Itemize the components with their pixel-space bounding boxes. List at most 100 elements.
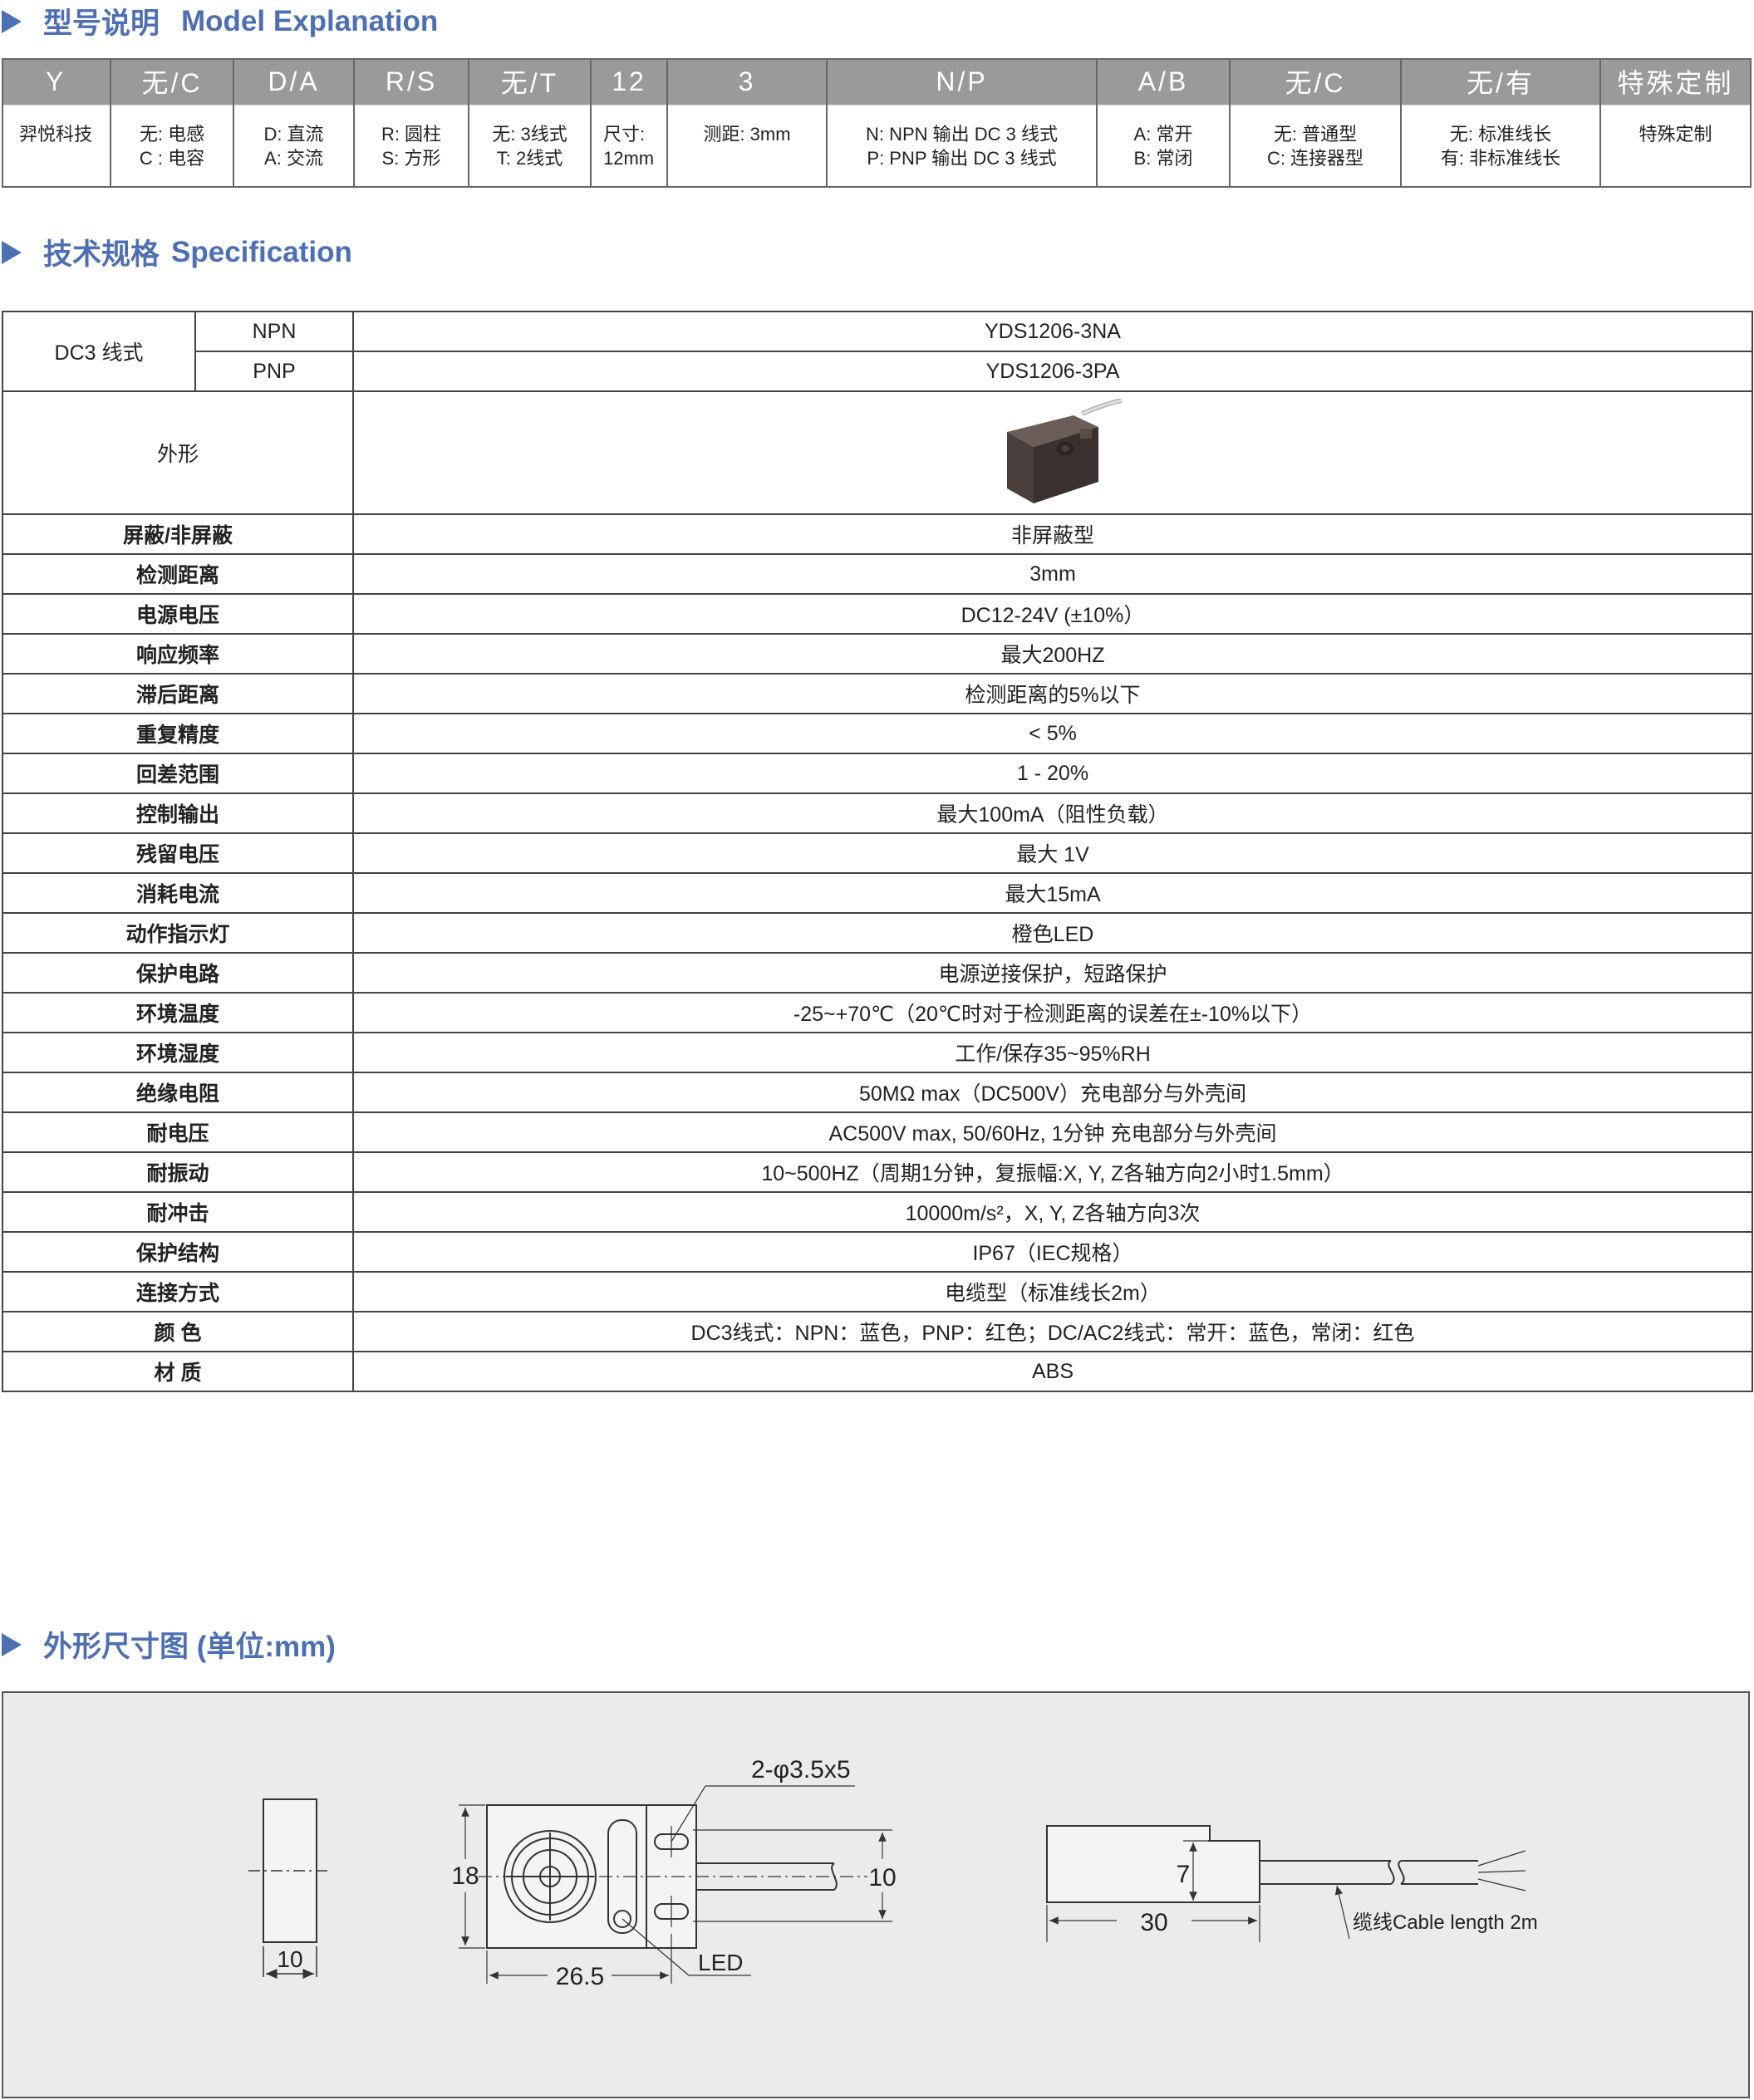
spec-table: DC3 线式 NPN YDS1206-3NA PNP YDS1206-3PA 外… <box>2 311 1753 1392</box>
spec-label: 重复精度 <box>2 713 354 754</box>
pnp-label: PNP <box>194 351 354 392</box>
spec-label: 耐振动 <box>2 1151 354 1193</box>
model-column-head: 3 <box>668 58 826 105</box>
shape-label: 外形 <box>2 390 354 515</box>
spec-label: 回差范围 <box>2 753 354 794</box>
dims-title: 外形尺寸图 (单位:mm) <box>43 1631 336 1663</box>
spec-row: 响应频率最大200HZ <box>2 633 1753 675</box>
side-view: 10 <box>248 1798 332 1979</box>
spec-row: 保护电路电源逆接保护，短路保护 <box>2 952 1753 994</box>
model-column-line: T: 2线式 <box>496 148 563 169</box>
spec-value: 电缆型（标准线长2m） <box>352 1271 1753 1312</box>
model-column-line: C: 连接器型 <box>1266 148 1364 169</box>
dimension-drawing-panel: 10 <box>2 1691 1750 2098</box>
spec-label: 电源电压 <box>2 593 354 635</box>
spec-row: 滞后距离检测距离的5%以下 <box>2 673 1753 714</box>
led-label: LED <box>698 1950 743 1975</box>
model-column-body: 尺寸:12mm <box>592 105 666 189</box>
spec-row: 重复精度< 5% <box>2 713 1753 754</box>
front-length-label: 26.5 <box>556 1963 604 1990</box>
spec-label: 颜 色 <box>2 1311 354 1352</box>
model-column-line: 无: 3线式 <box>492 124 567 145</box>
spec-value: 电源逆接保护，短路保护 <box>352 952 1753 994</box>
spec-label: 保护结构 <box>2 1231 354 1273</box>
model-column-line: 有: 非标准线长 <box>1440 148 1561 169</box>
product-photo <box>1007 399 1123 503</box>
dc3-label: DC3 线式 <box>2 311 196 392</box>
top-length-label: 30 <box>1140 1909 1167 1936</box>
spec-row: 环境温度-25~+70℃（20℃时对于检测距离的误差在±-10%以下） <box>2 992 1753 1033</box>
model-column-body: 羿悦科技 <box>2 105 110 189</box>
model-column-line: 无: 电感 <box>139 124 205 145</box>
spec-label: 消耗电流 <box>2 872 354 914</box>
top-step-label: 7 <box>1177 1861 1191 1888</box>
model-column-body: 无: 普通型 C: 连接器型 <box>1231 105 1400 189</box>
spec-value: 最大200HZ <box>352 633 1753 675</box>
spec-label: 响应频率 <box>2 633 354 675</box>
spec-row: 连接方式电缆型（标准线长2m） <box>2 1271 1753 1312</box>
model-column-line: P: PNP 输出 DC 3 线式 <box>867 148 1057 169</box>
holes-label: 2-φ3.5x5 <box>751 1756 851 1784</box>
model-column-head: Y <box>2 58 110 105</box>
spec-value: DC12-24V (±10%） <box>352 593 1753 635</box>
product-photo-cell <box>352 390 1753 515</box>
spec-value: 橙色LED <box>352 912 1753 954</box>
spec-value: 10~500HZ（周期1分钟，复振幅:X, Y, Z各轴方向2小时1.5mm） <box>352 1151 1753 1193</box>
spec-value: 1 - 20% <box>352 753 1753 794</box>
spec-label: 绝缘电阻 <box>2 1072 354 1113</box>
model-column-line: S: 方形 <box>381 148 441 169</box>
spec-title-cn: 技术规格 <box>43 238 160 271</box>
model-column-line: B: 常闭 <box>1133 148 1193 169</box>
model-column-head: N/P <box>828 58 1096 105</box>
spec-value: DC3线式：NPN：蓝色，PNP：红色；DC/AC2线式：常开：蓝色，常闭：红色 <box>352 1311 1753 1352</box>
spec-label: 残留电压 <box>2 832 354 874</box>
model-column-line: 特殊定制 <box>1639 124 1712 145</box>
spec-label: 屏蔽/非屏蔽 <box>2 513 354 555</box>
model-column-body: 无: 标准线长有: 非标准线长 <box>1402 105 1599 189</box>
model-column-line: 无: 普通型 <box>1273 124 1358 145</box>
spec-value: 检测距离的5%以下 <box>352 673 1753 714</box>
spec-value: 最大100mA（阻性负载） <box>352 792 1753 834</box>
model-column-line: 羿悦科技 <box>18 124 92 145</box>
triangle-bullet-icon <box>2 240 22 264</box>
spec-label: 滞后距离 <box>2 673 354 714</box>
front-height-label: 18 <box>451 1862 479 1890</box>
npn-label: NPN <box>194 311 354 352</box>
spec-label: 控制输出 <box>2 792 354 834</box>
model-column: Y 羿悦科技 <box>2 58 111 188</box>
spec-value: 最大15mA <box>352 872 1753 914</box>
spec-value: IP67（IEC规格） <box>352 1231 1753 1273</box>
spec-label: 连接方式 <box>2 1271 354 1312</box>
model-title-cn: 型号说明 <box>43 7 160 40</box>
cable-note-label: 缆线Cable length 2m <box>1353 1911 1538 1934</box>
model-column-line: 测距: 3mm <box>703 124 791 145</box>
model-column-body: 特殊定制 <box>1601 105 1750 189</box>
triangle-bullet-icon <box>2 9 22 33</box>
spec-row: 消耗电流最大15mA <box>2 872 1753 914</box>
npn-model: YDS1206-3NA <box>352 311 1753 352</box>
model-column: 特殊定制特殊定制 <box>1601 58 1752 188</box>
side-width-label: 10 <box>277 1946 302 1972</box>
spec-label: 环境温度 <box>2 992 354 1033</box>
model-column-head: 无/有 <box>1402 58 1599 105</box>
spec-row: 残留电压最大 1V <box>2 832 1753 874</box>
model-column-head: R/S <box>355 58 468 105</box>
spec-label: 动作指示灯 <box>2 912 354 954</box>
spec-label: 环境湿度 <box>2 1032 354 1073</box>
top-view: 7 30 缆线Cable length 2m <box>1046 1825 1538 1942</box>
spec-value: ABS <box>352 1351 1753 1392</box>
